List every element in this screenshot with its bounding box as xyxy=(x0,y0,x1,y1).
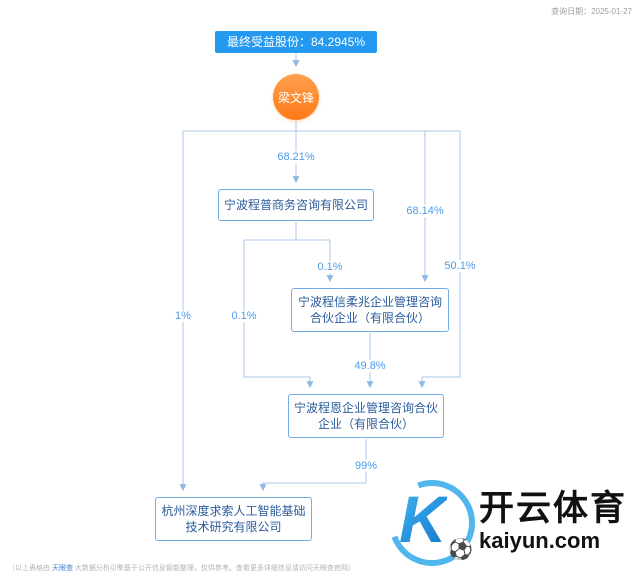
edge-label-person-chengpu: 68.21% xyxy=(274,151,318,163)
company-node-chengpu[interactable]: 宁波程普商务咨询有限公司 xyxy=(218,189,374,221)
footer-disclaimer-suffix: 大数据分析引擎基于公开信息智能整理，仅供参考。查看更多详细信息请访问天眼查官网） xyxy=(72,565,355,572)
tianyancha-brand: 天眼查 xyxy=(51,565,73,572)
footer-disclaimer-prefix: （以上表格由 xyxy=(8,565,52,572)
edge-label-person-deepseek: 1% xyxy=(172,310,194,322)
footer-disclaimer: （以上表格由 天眼查 大数据分析引擎基于公开信息智能整理，仅供参考。查看更多详细… xyxy=(8,563,632,573)
kaiyun-watermark[interactable]: K ⚽ 开云体育 kaiyun.com xyxy=(374,465,633,576)
final-benefit-badge: 最终受益股份：84.2945% xyxy=(214,31,378,53)
edge-label-chengpu-chengxin: 0.1% xyxy=(314,261,346,273)
company-node-deepseek[interactable]: 杭州深度求索人工智能基础技术研究有限公司 xyxy=(155,497,312,541)
kaiyun-logo: K ⚽ xyxy=(374,465,490,576)
kaiyun-k-letter: K xyxy=(399,476,447,562)
edge-label-person-chengen: 50.1% xyxy=(441,260,479,272)
person-node[interactable]: 梁文锋 xyxy=(273,74,319,120)
company-node-chengxin[interactable]: 宁波程信柔兆企业管理咨询合伙企业（有限合伙） xyxy=(291,288,449,332)
kaiyun-text-block: 开云体育 kaiyun.com xyxy=(479,489,627,553)
edge-label-chengpu-chengen: 0.1% xyxy=(228,310,260,322)
kaiyun-domain: kaiyun.com xyxy=(479,528,601,554)
soccer-ball-icon: ⚽ xyxy=(448,539,473,561)
company-node-chengen[interactable]: 宁波程恩企业管理咨询合伙企业（有限合伙） xyxy=(288,394,444,438)
kaiyun-brand-name: 开云体育 xyxy=(479,488,628,528)
edge-label-person-chengxin: 68.14% xyxy=(403,205,447,217)
edge-label-chengxin-chengen: 49.8% xyxy=(351,360,389,372)
edge-label-chengen-deepseek: 99% xyxy=(351,460,381,472)
query-date: 查询日期：2025-01-27 xyxy=(551,7,632,16)
